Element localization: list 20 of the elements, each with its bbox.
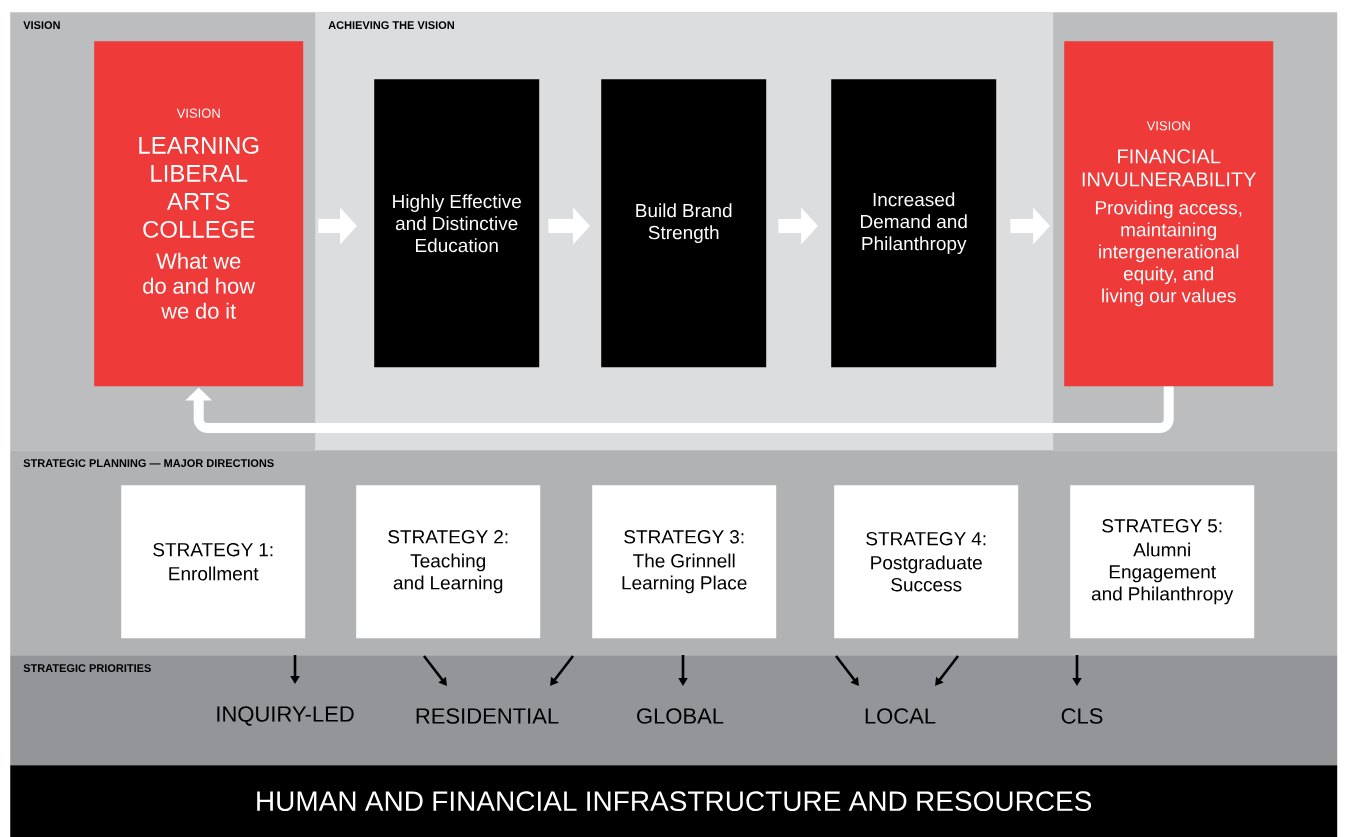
priority-label: CLS (1061, 708, 1103, 724)
priority-label: INQUIRY-LED (217, 706, 354, 726)
strategy-box: STRATEGY 1: Enrollment (121, 485, 306, 639)
vision-box: VISION LEARNING LIBERAL ARTS COLLEGE What we do and how we do it (94, 41, 304, 387)
priority-label: LOCAL (865, 708, 936, 724)
strategy-box: STRATEGY 4: Postgraduate Success (834, 485, 1019, 639)
strategy-box: STRATEGY 3: The Grinnell Learning Place (592, 485, 777, 639)
strategy-box: STRATEGY 5: Alumni Engagement and Philanthropy (1070, 485, 1255, 639)
priority-label: RESIDENTIAL (416, 708, 559, 724)
arrow (423, 655, 447, 686)
process-box: Build Brand Strength (601, 79, 767, 368)
arrow (935, 655, 960, 686)
arrow (834, 655, 859, 686)
infrastructure-bar: HUMAN AND FINANCIAL INFRASTRUCTURE AND RESOURCES (10, 765, 1338, 837)
arrow (550, 655, 575, 686)
vision-box: VISION FINANCIAL INVULNERABILITY Providing access, maintaining intergenerational equity, and living our values (1064, 41, 1274, 387)
priority-label: GLOBAL (637, 708, 724, 724)
process-box: Increased Demand and Philanthropy (831, 79, 997, 368)
process-box: Highly Effective and Distinctive Education (374, 79, 540, 368)
strategy-box: STRATEGY 2: Teaching and Learning (356, 485, 541, 639)
